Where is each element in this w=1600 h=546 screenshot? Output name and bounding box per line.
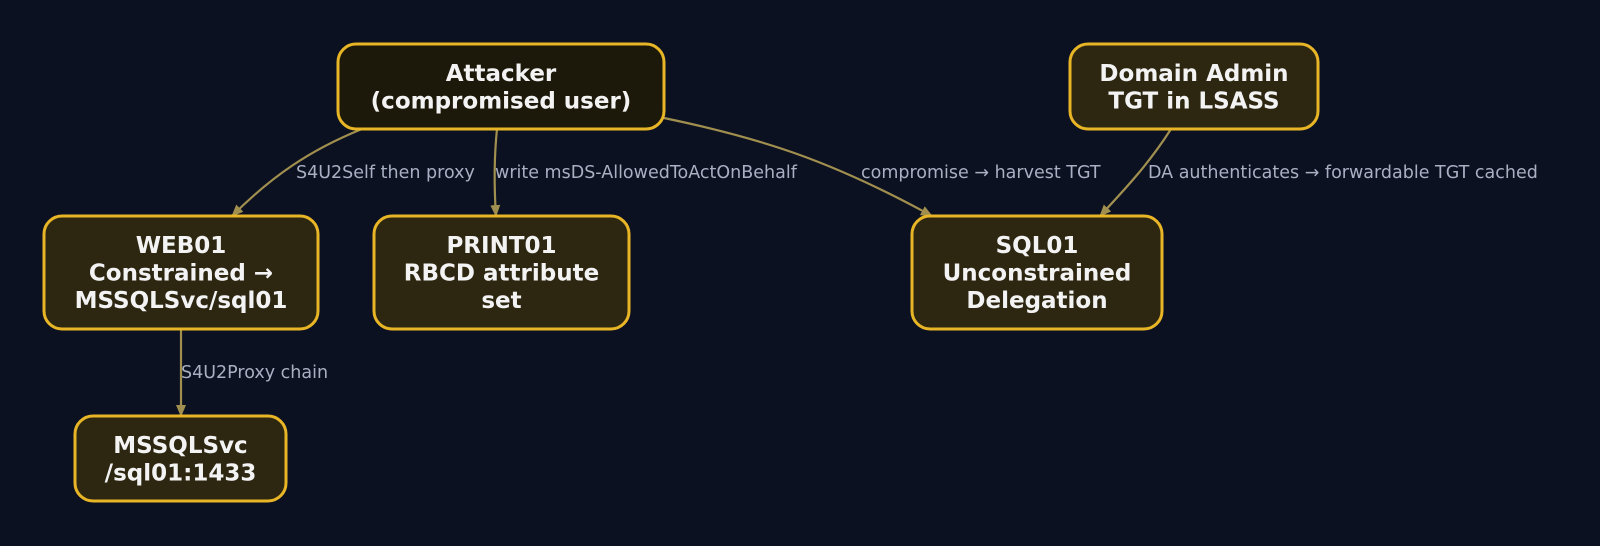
node-box — [910, 214, 1164, 331]
node-attacker: Attacker(compromised user) — [336, 42, 666, 131]
edge-attacker-to-print01: write msDS-AllowedToActOnBehalf — [490, 128, 798, 217]
node-label-line: TGT in LSASS — [1108, 88, 1279, 114]
node-label-line: Attacker — [446, 61, 557, 87]
edge-label: DA authenticates → forwardable TGT cache… — [1148, 163, 1538, 183]
node-mssqlsvc: MSSQLSvc/sql01:1433 — [73, 414, 288, 503]
edges-layer: S4U2Self then proxy write msDS-AllowedToA… — [176, 116, 1538, 417]
node-label-line: SQL01 — [996, 233, 1079, 259]
node-label-line: Delegation — [966, 288, 1107, 314]
edge-label: S4U2Proxy chain — [181, 363, 328, 383]
edge-domain-admin-to-sql01: DA authenticates → forwardable TGT cache… — [1099, 128, 1538, 217]
node-label-line: Unconstrained — [943, 261, 1132, 287]
node-box — [42, 214, 320, 331]
node-label-line: (compromised user) — [371, 88, 632, 114]
node-label-line: Constrained → — [89, 261, 273, 287]
node-label-line: /sql01:1433 — [105, 460, 257, 486]
nodes-layer: Attacker(compromised user) Domain AdminTG… — [42, 42, 1320, 503]
edge-label: S4U2Self then proxy — [296, 163, 475, 183]
node-box — [1068, 42, 1320, 131]
node-label-line: RBCD attribute — [404, 261, 599, 287]
node-label-line: Domain Admin — [1099, 61, 1288, 87]
node-box — [336, 42, 666, 131]
edge-attacker-to-sql01: compromise → harvest TGT — [663, 116, 1101, 217]
edge-arrow — [663, 116, 933, 217]
node-label-line: set — [481, 288, 521, 314]
node-label-line: PRINT01 — [446, 233, 556, 259]
edge-arrow — [231, 127, 363, 217]
node-box — [73, 414, 288, 503]
node-label-line: WEB01 — [136, 233, 227, 259]
node-label-line: MSSQLSvc/sql01 — [75, 288, 288, 314]
edge-attacker-to-web01: S4U2Self then proxy — [231, 127, 475, 217]
node-box — [372, 214, 631, 331]
node-label-line: MSSQLSvc — [113, 433, 247, 459]
edge-label: write msDS-AllowedToActOnBehalf — [495, 163, 798, 183]
edge-arrow — [1099, 128, 1172, 217]
edge-web01-to-mssqlsvc: S4U2Proxy chain — [176, 329, 328, 417]
edge-arrow — [490, 128, 501, 217]
edge-label: compromise → harvest TGT — [861, 163, 1101, 183]
